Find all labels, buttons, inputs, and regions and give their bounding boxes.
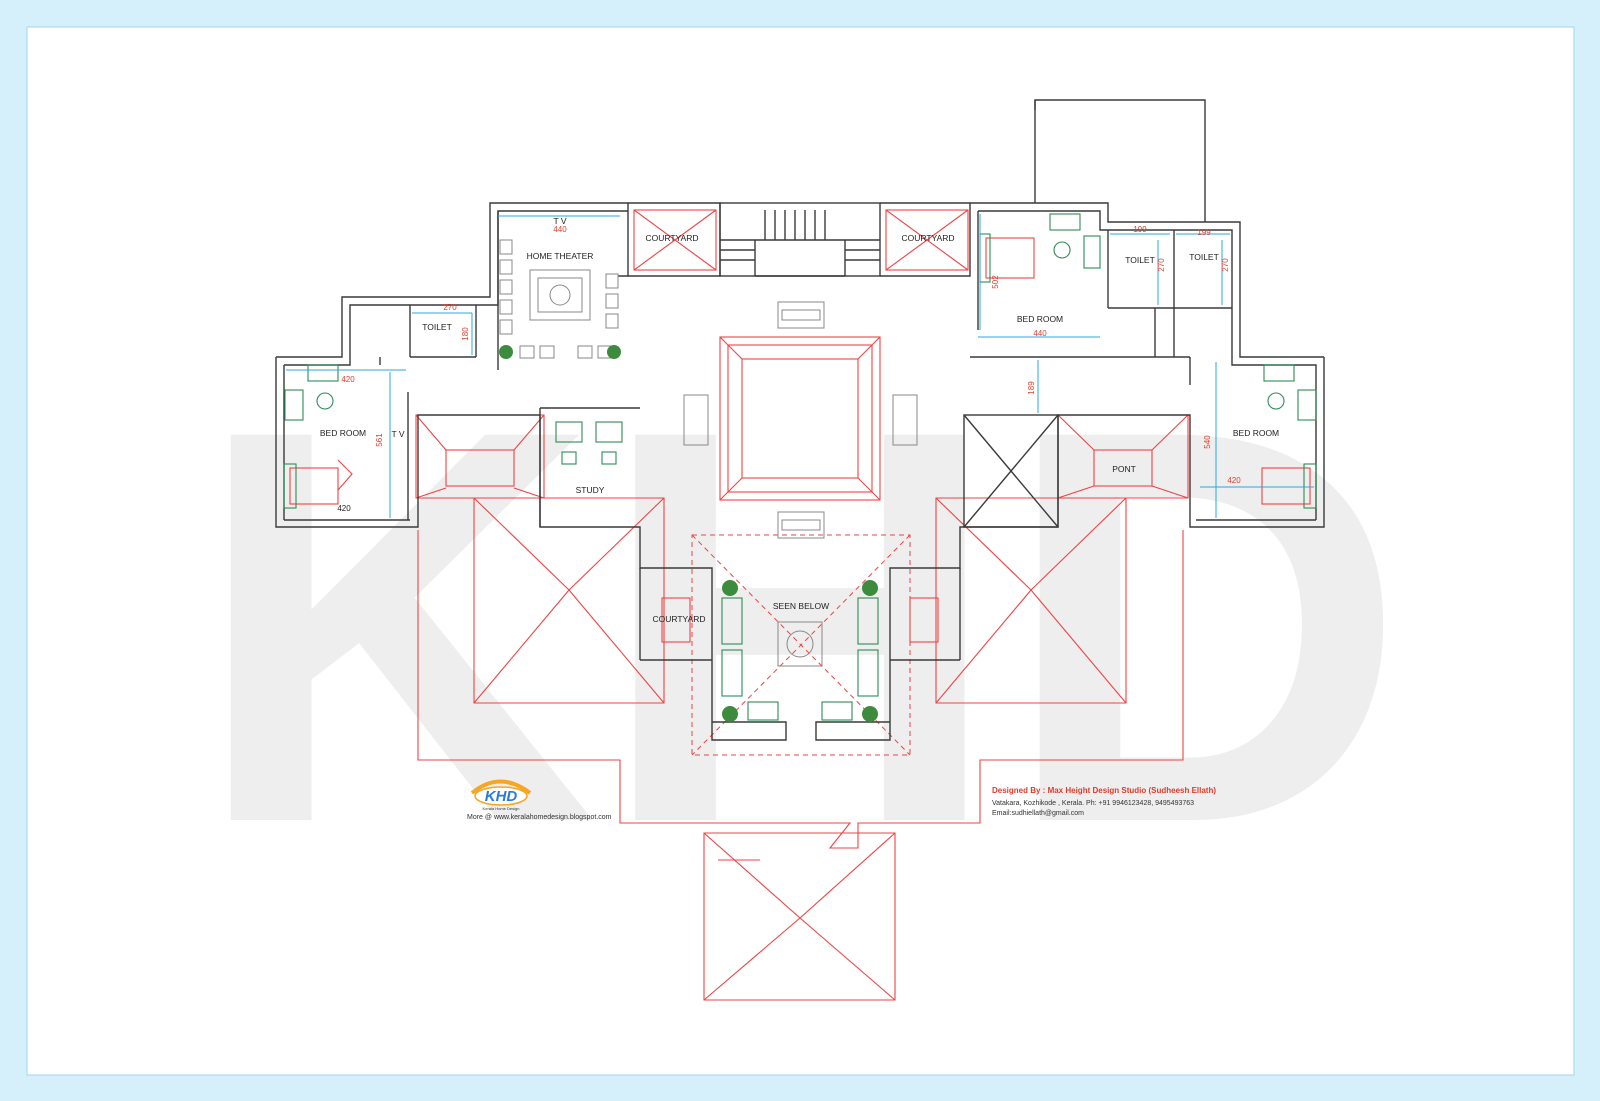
room-labels: HOME THEATER COURTYARD COURTYARD COURTYA…	[320, 216, 1279, 624]
dim-440-top: 440	[553, 225, 567, 234]
label-seen-below: SEEN BELOW	[773, 601, 829, 611]
dim-561-bed-left: 561	[375, 433, 384, 447]
roof-lines	[415, 209, 1189, 1001]
logo-text: KHD	[485, 788, 518, 805]
dim-199-b: 199	[1197, 228, 1211, 237]
watermark: KHD	[193, 313, 1406, 939]
label-toilet-right-1: TOILET	[1125, 255, 1155, 265]
dim-270-b: 270	[1221, 258, 1230, 272]
label-bedroom-left: BED ROOM	[320, 428, 366, 438]
credit-address: Vatakara, Kozhikode , Kerala. Ph: +91 99…	[992, 800, 1194, 807]
logo-subtext: Kerala Home Design	[483, 806, 520, 811]
label-study: STUDY	[576, 485, 605, 495]
khd-logo: KHD Kerala Home Design More @ www.kerala…	[467, 779, 612, 821]
dim-270-toilet: 270	[443, 303, 457, 312]
dim-502: 502	[991, 275, 1000, 289]
dim-420-bed-left-bottom: 420	[337, 504, 351, 513]
dim-440-bed: 440	[1033, 329, 1047, 338]
label-bedroom-right: BED ROOM	[1233, 428, 1279, 438]
more-link: More @ www.keralahomedesign.blogspot.com	[467, 814, 612, 821]
label-toilet-left: TOILET	[422, 322, 452, 332]
label-home-theater: HOME THEATER	[527, 251, 594, 261]
credit-designer: Designed By : Max Height Design Studio (…	[992, 786, 1216, 795]
dim-270-a: 270	[1157, 258, 1166, 272]
dimension-labels: 440 270 180 420 561 420 199 199 270 270 …	[337, 225, 1241, 513]
label-courtyard-top-left: COURTYARD	[645, 233, 698, 243]
dimension-lines	[286, 214, 1314, 518]
label-courtyard-top-right: COURTYARD	[901, 233, 954, 243]
walls	[275, 99, 1325, 741]
paper	[26, 26, 1575, 1076]
label-tv-top: T V	[553, 216, 566, 226]
dim-189: 189	[1027, 381, 1036, 395]
dim-420-bed-right: 420	[1227, 476, 1241, 485]
furniture	[283, 213, 1317, 722]
label-tv-left: T V	[391, 429, 404, 439]
label-toilet-right-2: TOILET	[1189, 252, 1219, 262]
dim-180-toilet: 180	[461, 327, 470, 341]
dim-199-a: 199	[1133, 225, 1147, 234]
credits-block: Designed By : Max Height Design Studio (…	[992, 786, 1216, 817]
dim-420-bed-left-top: 420	[341, 375, 355, 384]
credit-email: Email:sudhiellath@gmail.com	[992, 810, 1084, 817]
label-courtyard-bottom: COURTYARD	[652, 614, 705, 624]
label-bedroom-top-right: BED ROOM	[1017, 314, 1063, 324]
dim-540: 540	[1203, 435, 1212, 449]
label-pont: PONT	[1112, 464, 1136, 474]
